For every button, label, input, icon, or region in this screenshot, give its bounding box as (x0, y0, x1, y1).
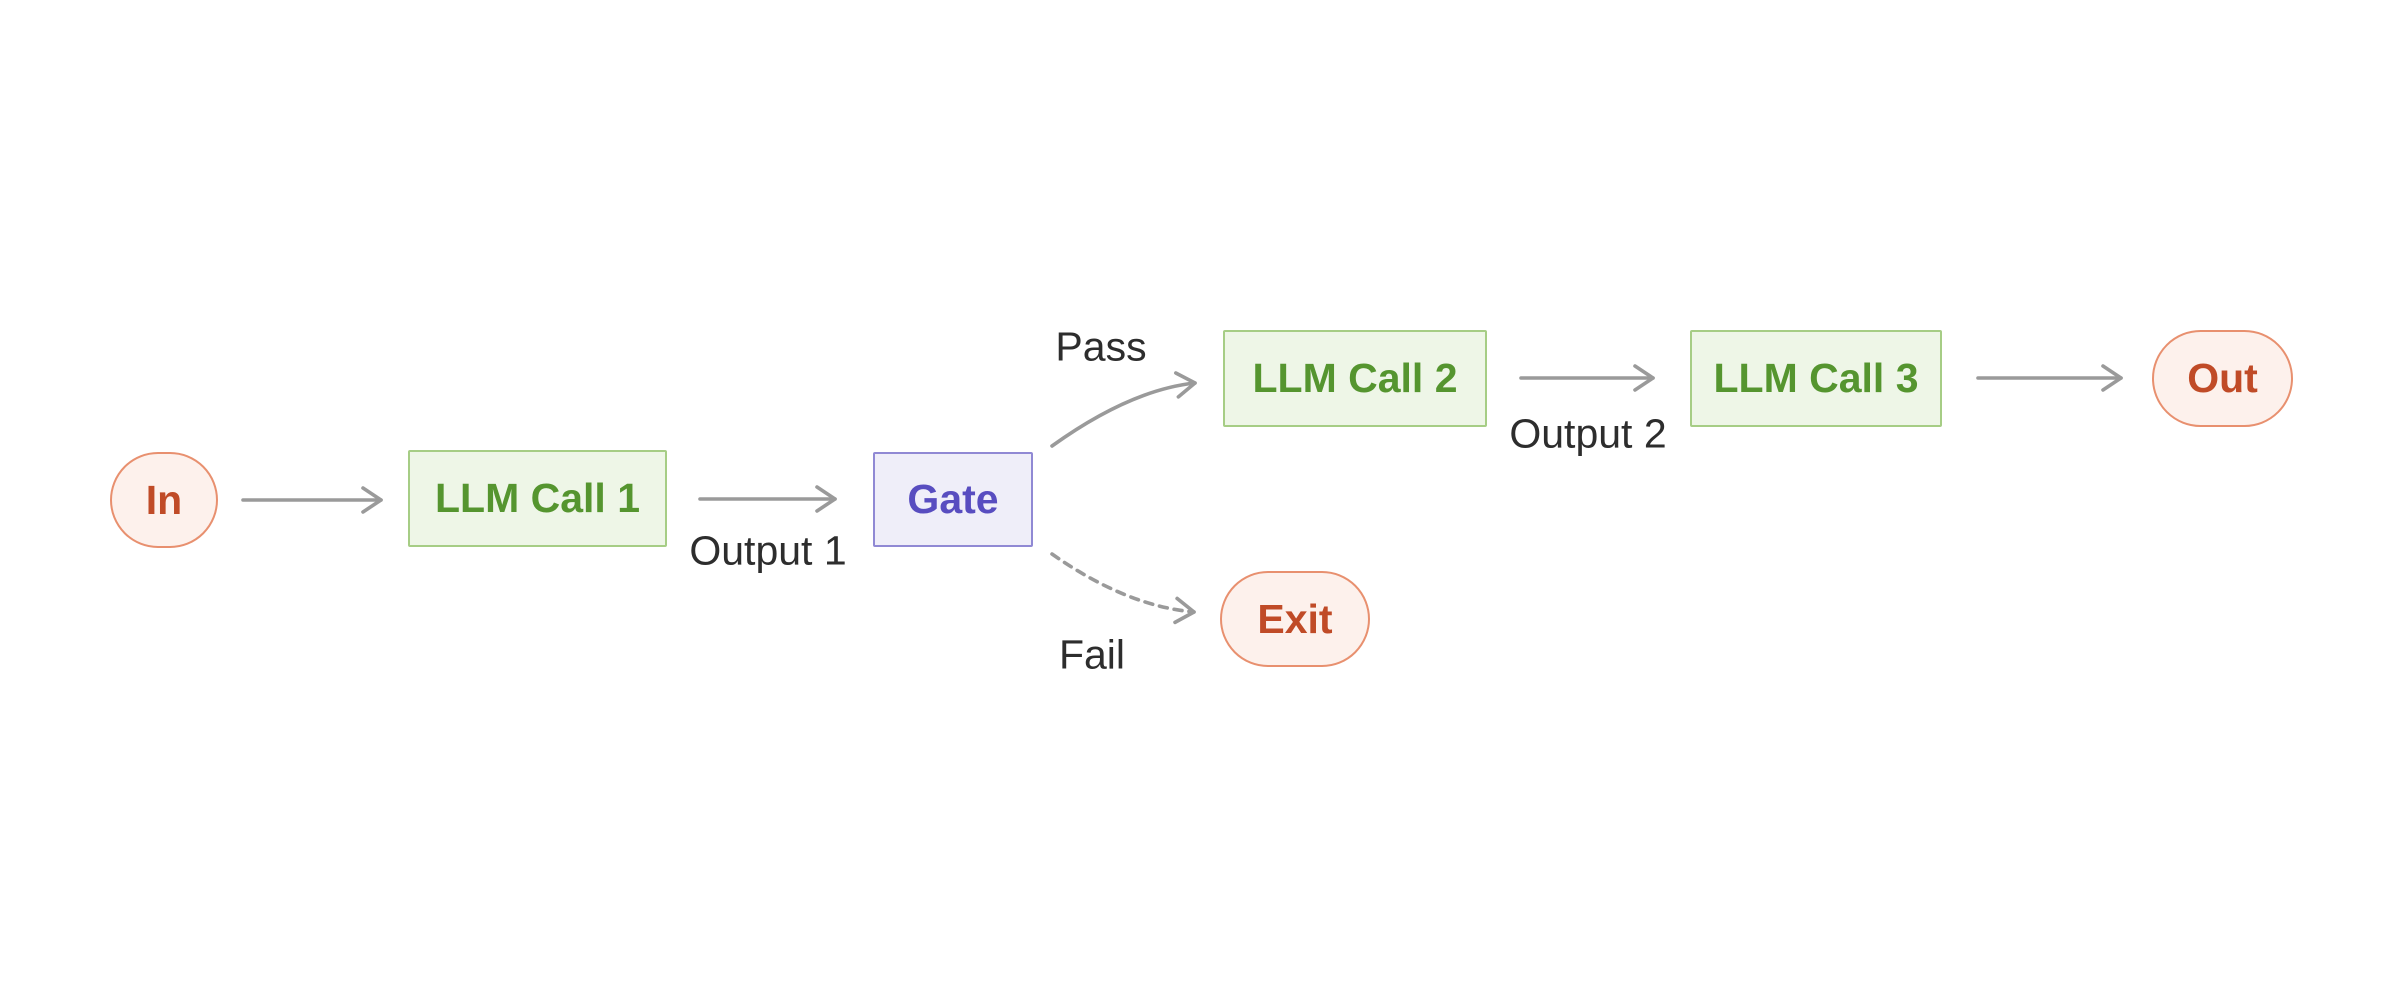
edge-label-fail: Fail (1058, 631, 1126, 678)
node-llm-call-2: LLM Call 2 (1223, 330, 1487, 427)
node-out: Out (2152, 330, 2293, 427)
node-llm-call-1: LLM Call 1 (408, 450, 667, 547)
node-gate: Gate (873, 452, 1033, 547)
node-llm-call-3: LLM Call 3 (1690, 330, 1942, 427)
node-exit: Exit (1220, 571, 1370, 667)
node-in: In (110, 452, 218, 548)
edge-label-pass: Pass (1055, 323, 1147, 370)
edge-label-output-1: Output 1 (689, 527, 847, 574)
edge-label-output-2: Output 2 (1509, 410, 1667, 457)
edge-gate-to-exit-fail (1050, 552, 1196, 625)
edge-gate-to-llm-call-2-pass (1050, 371, 1197, 448)
